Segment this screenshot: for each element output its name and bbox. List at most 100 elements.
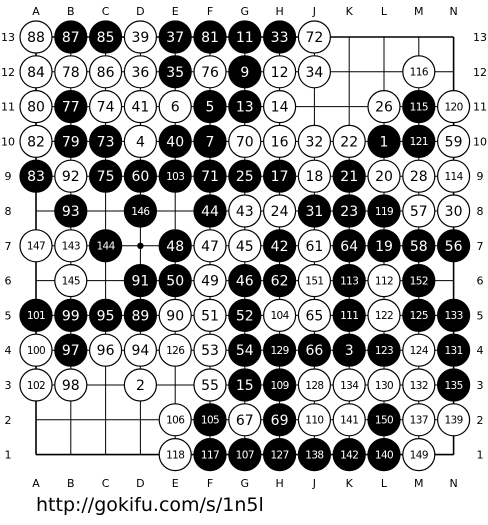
move-number: 35 [166, 65, 184, 81]
row-label-right: 5 [477, 309, 484, 322]
white-stone [332, 368, 366, 402]
row-label-right: 12 [473, 66, 487, 79]
move-number: 30 [445, 204, 463, 220]
move-number: 82 [27, 134, 45, 150]
white-stone [88, 89, 123, 124]
black-stone [297, 438, 331, 472]
move-number: 13 [236, 100, 254, 116]
black-stone [297, 333, 331, 367]
move-number: 91 [131, 274, 149, 290]
move-number: 123 [375, 345, 393, 357]
black-stone [402, 264, 436, 298]
move-number: 146 [131, 206, 150, 218]
black-stone [54, 124, 88, 158]
row-label-left: 11 [1, 101, 15, 114]
move-number: 43 [236, 204, 254, 220]
row-label-left: 8 [5, 205, 12, 218]
move-number: 81 [201, 30, 219, 46]
black-stone [228, 298, 262, 332]
black-stone [228, 89, 262, 124]
row-label-left: 7 [5, 240, 12, 253]
row-label-right: 2 [477, 414, 484, 427]
black-stone [367, 124, 401, 158]
move-number: 69 [271, 413, 289, 429]
move-number: 15 [236, 378, 254, 394]
white-stone [332, 124, 366, 158]
move-number: 106 [166, 415, 185, 427]
black-stone [123, 159, 157, 193]
row-label-left: 4 [5, 344, 12, 357]
black-stone [19, 298, 53, 332]
move-number: 42 [271, 239, 289, 255]
move-number: 118 [166, 449, 184, 461]
white-stone [332, 403, 366, 437]
move-number: 138 [305, 449, 323, 461]
move-number: 77 [62, 100, 80, 116]
white-stone [19, 229, 53, 263]
move-number: 6 [171, 100, 180, 116]
black-stone [263, 264, 297, 298]
column-label-bottom: D [136, 477, 144, 490]
white-stone [367, 159, 401, 193]
white-stone [19, 55, 53, 89]
column-label-top: A [32, 5, 40, 18]
column-label-top: N [449, 5, 457, 18]
star-point [137, 242, 144, 249]
move-number: 130 [375, 380, 393, 392]
column-label-bottom: B [67, 477, 75, 490]
row-label-left: 2 [5, 414, 12, 427]
move-number: 25 [236, 169, 254, 185]
move-number: 78 [62, 65, 80, 81]
black-stone [228, 368, 262, 402]
move-number: 40 [166, 134, 184, 150]
move-number: 21 [340, 169, 358, 185]
black-stone [263, 20, 297, 54]
move-number: 33 [271, 30, 289, 46]
move-number: 105 [201, 415, 219, 427]
column-label-bottom: J [312, 477, 316, 490]
black-stone [158, 264, 192, 298]
white-stone [193, 229, 227, 263]
white-stone [193, 298, 227, 332]
black-stone [437, 298, 471, 332]
black-stone [193, 159, 227, 193]
move-number: 143 [62, 241, 80, 253]
black-stone [402, 229, 436, 263]
row-label-right: 10 [473, 135, 487, 148]
black-stone [367, 194, 401, 228]
black-stone [402, 124, 436, 158]
column-label-top: J [312, 5, 316, 18]
move-number: 58 [410, 239, 428, 255]
white-stone [193, 264, 227, 298]
white-stone [193, 368, 227, 402]
black-stone [158, 20, 192, 54]
white-stone [19, 89, 53, 124]
black-stone [332, 264, 366, 298]
move-number: 14 [271, 100, 289, 116]
white-stone [263, 298, 297, 332]
black-stone [88, 298, 123, 332]
black-stone [263, 368, 297, 402]
white-stone [123, 368, 157, 402]
column-label-top: K [346, 5, 354, 18]
move-number: 3 [345, 343, 354, 359]
move-number: 115 [410, 101, 428, 113]
white-stone [158, 298, 192, 332]
black-stone [297, 194, 331, 228]
move-number: 49 [201, 274, 219, 290]
move-number: 101 [27, 310, 45, 322]
white-stone [297, 124, 331, 158]
black-stone [158, 159, 192, 193]
white-stone [123, 333, 157, 367]
row-label-right: 1 [477, 449, 484, 462]
row-label-left: 1 [5, 449, 12, 462]
black-stone [54, 298, 88, 332]
white-stone [228, 124, 262, 158]
black-stone [263, 229, 297, 263]
black-stone [437, 368, 471, 402]
white-stone [367, 368, 401, 402]
column-label-bottom: C [102, 477, 110, 490]
site-url[interactable]: http://gokifu.com/s/1n5l [36, 494, 264, 516]
move-number: 72 [305, 30, 323, 46]
black-stone [263, 159, 297, 193]
